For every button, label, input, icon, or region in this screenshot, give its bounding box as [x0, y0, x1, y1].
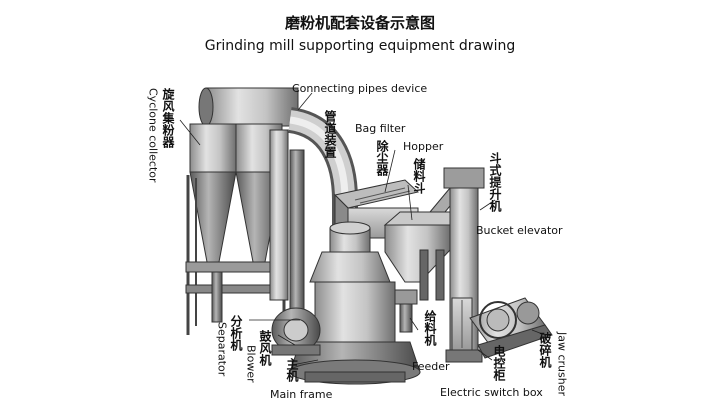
label-feeder-en: Feeder — [412, 360, 450, 373]
label-mainframe-en: Main frame — [270, 388, 333, 401]
label-cyclone-en: Cyclone collector — [147, 88, 160, 183]
label-blower-en: Blower — [245, 345, 258, 383]
label-jaw-en: Jaw crusher — [556, 331, 569, 396]
feeder — [394, 289, 418, 333]
label-bag-en: Bag filter — [355, 122, 406, 135]
jaw-crusher — [469, 297, 553, 359]
label-elevator-cn: 斗式提升机 — [488, 152, 502, 213]
label-pipes-en: Connecting pipes device — [292, 82, 427, 95]
label-separator-en: Separator — [216, 322, 229, 377]
label-hopper-cn: 储料斗 — [412, 157, 426, 195]
title-cn: 磨粉机配套设备示意图 — [284, 14, 435, 32]
electric-switch-box — [451, 297, 473, 351]
label-feeder-cn: 给料机 — [423, 309, 437, 347]
label-elevator-en: Bucket elevator — [476, 224, 563, 237]
leader-lines — [179, 92, 546, 366]
title-en: Grinding mill supporting equipment drawi… — [205, 38, 516, 54]
label-jaw-cn: 破碎机 — [538, 331, 552, 369]
label-mainframe-cn: 主机 — [285, 357, 299, 383]
label-cyclone-cn: 旋风集粉器 — [161, 87, 175, 149]
label-pipes-cn: 管道装置 — [323, 109, 337, 158]
label-bag-cn: 除尘器 — [375, 139, 389, 177]
label-switch-en: Electric switch box — [440, 386, 543, 399]
label-switch-cn: 电控柜 — [492, 344, 506, 381]
label-separator-cn: 分析机 — [229, 314, 243, 352]
blower — [271, 307, 321, 356]
label-blower-cn: 鼓风机 — [258, 329, 272, 367]
main-frame — [289, 221, 421, 385]
label-hopper-en: Hopper — [403, 140, 444, 153]
